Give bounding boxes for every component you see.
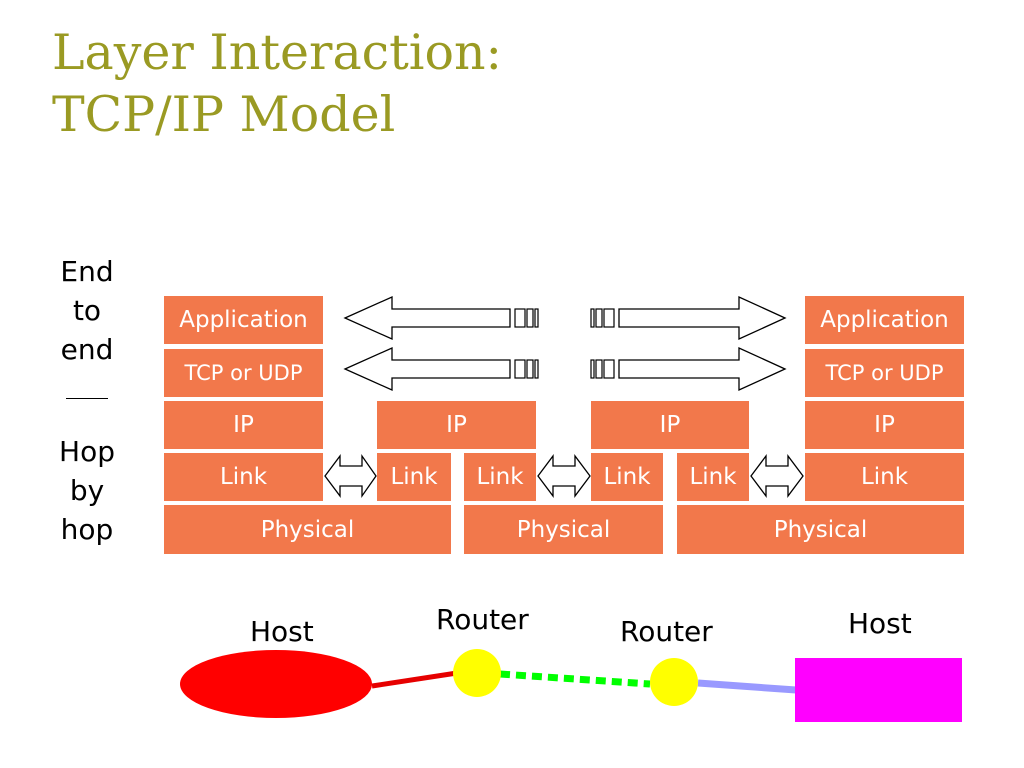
end-to-end-label: End to end <box>44 252 130 369</box>
left-host-transport-layer: TCP or UDP <box>164 349 323 397</box>
router-1-link-layer-right: Link <box>464 453 536 501</box>
end-to-end-word-1: End <box>60 255 114 288</box>
right-host-label: Host <box>848 607 912 640</box>
left-host-node <box>180 650 372 718</box>
router-2-link-layer-left: Link <box>591 453 663 501</box>
left-host-label: Host <box>250 615 314 648</box>
hop-by-hop-label: Hop by hop <box>44 432 130 549</box>
application-arrow-right-tail-icon <box>590 308 615 328</box>
transport-arrow-left <box>343 346 511 392</box>
slide-title-line-2: TCP/IP Model <box>52 86 396 143</box>
left-host-link-layer: Link <box>164 453 323 501</box>
link-hop-arrow-1 <box>324 453 377 499</box>
end-to-end-word-2: to <box>72 294 102 327</box>
hop-by-hop-word-3: hop <box>60 513 114 546</box>
right-host-transport-layer: TCP or UDP <box>805 349 964 397</box>
link-router-1-router-2 <box>499 670 651 688</box>
hop-by-hop-word-2: by <box>69 474 105 507</box>
physical-segment-1: Physical <box>164 505 451 554</box>
physical-segment-2: Physical <box>464 505 663 554</box>
left-host-application-layer: Application <box>164 296 323 344</box>
application-arrow-left <box>343 295 511 341</box>
router-1-node <box>453 649 501 697</box>
application-arrow-right <box>618 295 787 341</box>
transport-arrow-left-tail-icon <box>514 359 539 379</box>
right-host-ip-layer: IP <box>805 401 964 449</box>
link-hop-arrow-2 <box>537 454 591 498</box>
hop-by-hop-word-1: Hop <box>59 435 115 468</box>
router-1-ip-layer: IP <box>377 401 536 449</box>
right-host-node <box>795 658 962 722</box>
right-host-application-layer: Application <box>805 296 964 344</box>
end-to-end-word-3: end <box>60 333 114 366</box>
slide-title: Layer Interaction: TCP/IP Model <box>52 22 502 146</box>
link-host-router-1 <box>371 670 458 689</box>
physical-segment-3: Physical <box>677 505 964 554</box>
router-2-label: Router <box>620 615 713 648</box>
router-2-node <box>650 658 698 706</box>
router-1-link-layer-left: Link <box>377 453 451 501</box>
transport-arrow-right <box>618 346 787 392</box>
label-divider <box>66 398 108 399</box>
left-host-ip-layer: IP <box>164 401 323 449</box>
right-host-link-layer: Link <box>805 453 964 501</box>
link-router-2-host <box>697 679 797 694</box>
router-1-label: Router <box>436 603 529 636</box>
application-arrow-left-tail-icon <box>514 308 539 328</box>
router-2-ip-layer: IP <box>591 401 749 449</box>
transport-arrow-right-tail-icon <box>590 359 615 379</box>
slide-title-line-1: Layer Interaction: <box>52 24 503 81</box>
router-2-link-layer-right: Link <box>677 453 749 501</box>
link-hop-arrow-3 <box>750 454 804 498</box>
